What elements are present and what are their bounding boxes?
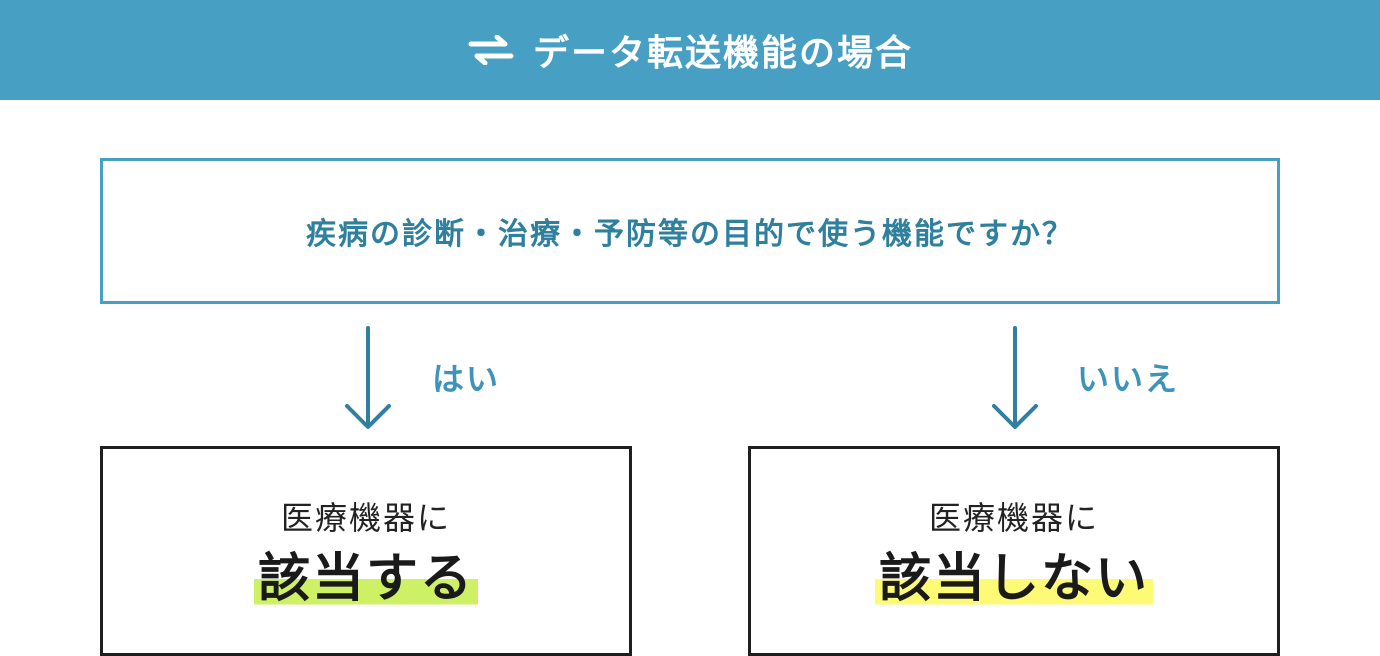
arrow-down-icon	[345, 326, 391, 429]
result-subtitle: 医療機器に	[280, 499, 451, 538]
swap-arrows-icon	[468, 35, 514, 65]
question-text: 疾病の診断・治療・予防等の目的で使う機能ですか？	[306, 217, 1074, 252]
result-box-no: 医療機器に 該当しない	[748, 446, 1280, 656]
branch-label-no: いいえ	[1077, 360, 1180, 398]
result-verdict-applicable: 該当する	[253, 551, 478, 609]
question-box: 疾病の診断・治療・予防等の目的で使う機能ですか？	[100, 158, 1280, 304]
arrow-down-icon	[992, 326, 1038, 429]
header-banner: データ転送機能の場合	[0, 0, 1380, 100]
header-content: データ転送機能の場合	[467, 24, 913, 76]
result-verdict-not-applicable: 該当しない	[874, 551, 1153, 609]
result-subtitle: 医療機器に	[928, 499, 1099, 538]
result-box-yes: 医療機器に 該当する	[100, 446, 632, 656]
branch-label-yes: はい	[432, 360, 501, 398]
page-title: データ転送機能の場合	[532, 33, 913, 74]
